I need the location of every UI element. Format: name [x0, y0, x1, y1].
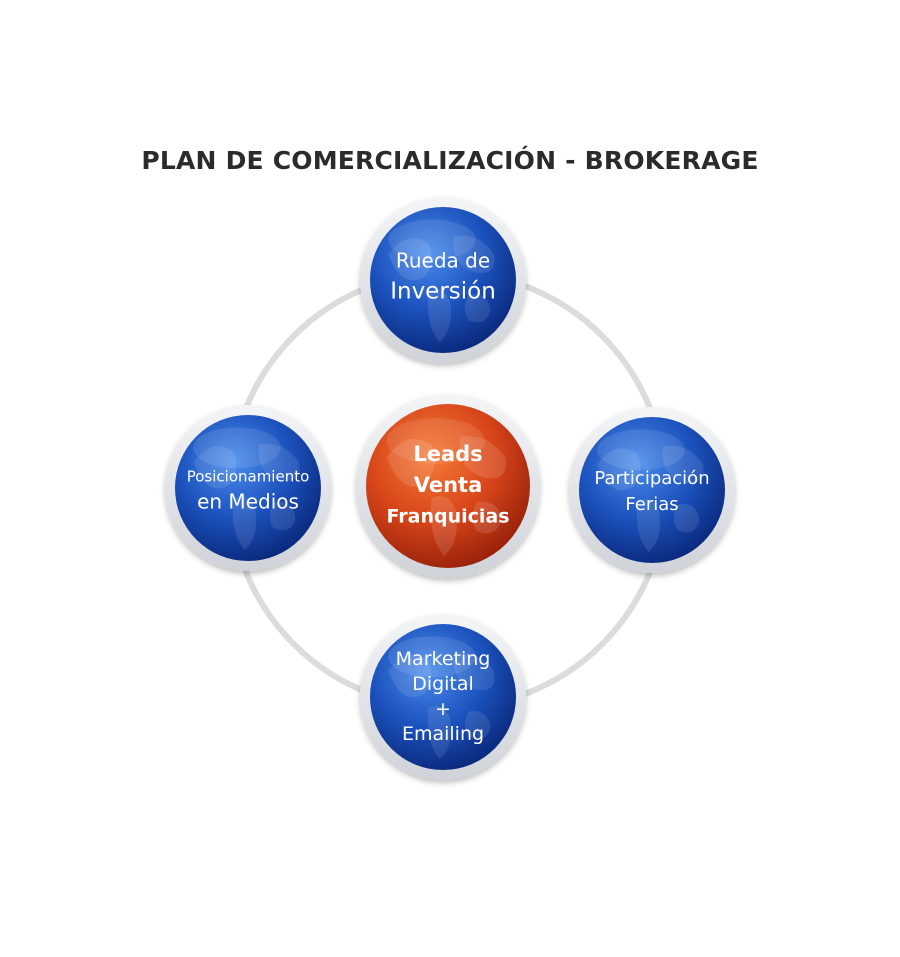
blue-globe [579, 417, 725, 563]
world-map-icon [193, 443, 300, 551]
globe-map-texture [636, 498, 661, 553]
globe-map-texture [662, 445, 704, 484]
globe-map-texture [388, 655, 432, 698]
node-right-label-line: Ferias [625, 494, 678, 515]
node-left-label-line: Posicionamiento [187, 468, 310, 486]
blue-globe [370, 624, 516, 770]
globe-map-texture [472, 501, 502, 534]
world-map-icon [386, 436, 506, 556]
globe-map-texture [597, 448, 641, 491]
node-bottom-label-line: Digital [412, 673, 474, 695]
globe-map-texture [453, 235, 495, 274]
globe-map-texture [673, 503, 700, 533]
globe-map-texture [427, 705, 452, 760]
diagram-title: PLAN DE COMERCIALIZACIÓN - BROKERAGE [141, 146, 759, 175]
globe-highlight [597, 429, 685, 471]
globe-highlight [193, 427, 281, 469]
blue-globe [175, 415, 321, 561]
globe-map-texture [388, 238, 432, 281]
globe-map-texture [453, 652, 495, 691]
globe-map-texture [232, 496, 257, 551]
orange-globe [366, 404, 530, 568]
globe-map-texture [258, 443, 300, 482]
globe-highlight [388, 219, 476, 261]
node-bottom-label-line: Emailing [402, 723, 484, 745]
globe-map-texture [427, 288, 452, 343]
globe-highlight [388, 636, 476, 678]
node-bottom-label-line: Marketing [396, 648, 491, 670]
world-map-icon [388, 652, 495, 760]
node-left: Posicionamiento en Medios [165, 405, 331, 571]
globe-map-texture [459, 436, 506, 479]
globe-map-texture [430, 495, 458, 556]
node-center-label-line: Venta [414, 473, 483, 497]
globe-map-texture [464, 710, 491, 740]
globe-map-texture [269, 501, 296, 531]
world-map-icon [388, 235, 495, 343]
world-map-icon [597, 445, 704, 553]
globe-highlight [386, 417, 485, 464]
node-bottom-label-line: + [435, 698, 451, 720]
node-center-label-line: Leads [413, 442, 482, 466]
node-top: Rueda de Inversión [360, 197, 526, 363]
node-top-label-line: Rueda de [396, 249, 490, 273]
node-center-label-line: Franquicias [386, 506, 509, 528]
globe-map-texture [464, 293, 491, 323]
blue-globe [370, 207, 516, 353]
node-left-label-line: en Medios [197, 490, 299, 514]
globe-map-texture [193, 446, 237, 489]
node-right-label-line: Participación [594, 468, 709, 489]
globe-map-texture [386, 439, 435, 487]
node-top-label-line: Inversión [390, 279, 496, 305]
